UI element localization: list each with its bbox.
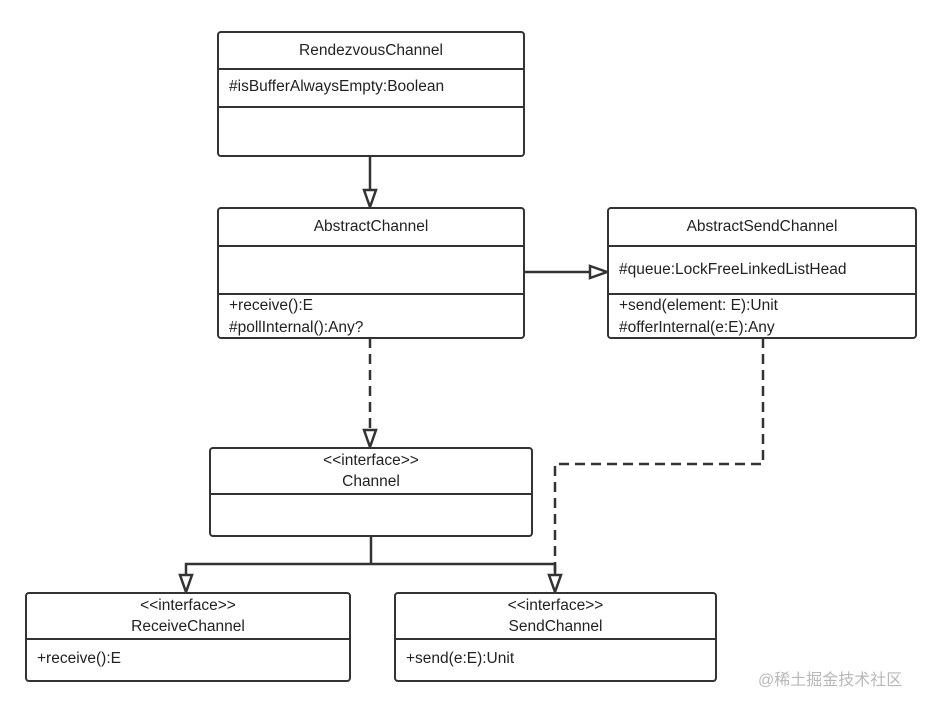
interface-name: Channel: [342, 473, 400, 490]
interface-receive-channel: <<interface>> ReceiveChannel +receive():…: [25, 592, 351, 682]
interface-name: ReceiveChannel: [131, 618, 245, 635]
class-abstract-channel: AbstractChannel +receive():E #pollIntern…: [217, 207, 525, 339]
realization-abstractsend-to-sendchannel: [553, 338, 765, 575]
class-rendezvous-channel: RendezvousChannel #isBufferAlwaysEmpty:B…: [217, 31, 525, 157]
hollow-arrowhead: [362, 188, 378, 211]
method: +receive():E: [229, 297, 313, 314]
hollow-arrowhead: [362, 428, 378, 451]
class-abstract-send-channel: AbstractSendChannel #queue:LockFreeLinke…: [607, 207, 917, 339]
interface-channel: <<interface>> Channel: [209, 447, 533, 537]
methods-section: [211, 495, 531, 535]
class-name: AbstractChannel: [219, 209, 523, 247]
method: +send(e:E):Unit: [406, 650, 515, 667]
method: +receive():E: [37, 650, 121, 667]
watermark: @稀土掘金技术社区: [758, 672, 903, 689]
stereotype: <<interface>>: [323, 452, 419, 469]
methods-section: [219, 108, 523, 154]
hollow-arrowhead: [178, 573, 194, 596]
stereotype: <<interface>>: [507, 597, 604, 614]
attributes-section: [219, 247, 523, 295]
hollow-arrowhead: [588, 264, 611, 280]
class-name: AbstractSendChannel: [609, 209, 915, 247]
interface-send-channel: <<interface>> SendChannel +send(e:E):Uni…: [394, 592, 717, 682]
hollow-arrowhead: [547, 573, 563, 596]
attribute: #queue:LockFreeLinkedListHead: [619, 261, 847, 278]
class-name: RendezvousChannel: [219, 33, 523, 70]
stereotype: <<interface>>: [140, 597, 236, 614]
attribute: #isBufferAlwaysEmpty:Boolean: [229, 78, 445, 95]
method: +send(element: E):Unit: [619, 297, 778, 314]
method: #pollInternal():Any?: [229, 319, 364, 336]
interface-name: SendChannel: [508, 618, 603, 635]
method: #offerInternal(e:E):Any: [619, 319, 775, 336]
inheritance-branch: [184, 562, 557, 575]
